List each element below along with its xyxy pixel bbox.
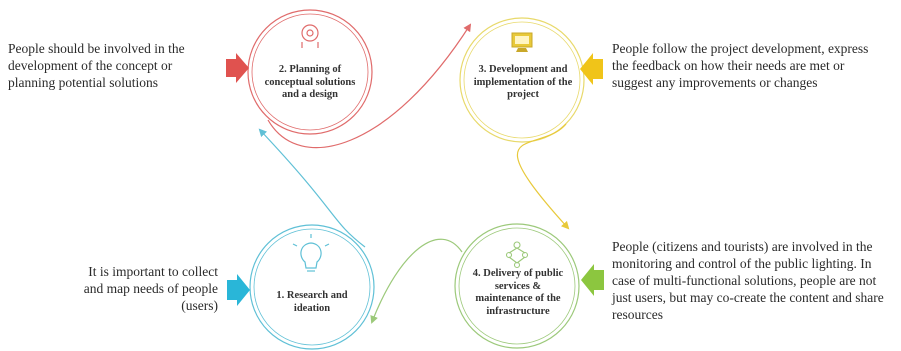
input-arrow-planning xyxy=(226,53,249,83)
network-icon xyxy=(505,241,529,269)
step-circle-research xyxy=(249,224,375,350)
brain-gear-icon xyxy=(301,24,319,48)
note-delivery: People (citizens and tourists) are invol… xyxy=(612,239,884,322)
arrow-research-to-planning xyxy=(258,128,366,248)
step-label-research: 1. Research and ideation xyxy=(276,290,348,314)
arrow-delivery-to-research xyxy=(370,238,463,324)
step-circle-planning xyxy=(247,9,373,135)
note-research: It is important to collect and map needs… xyxy=(83,264,218,313)
arrow-planning-to-development xyxy=(267,23,472,149)
step-label-development: 3. Development and implementation of the… xyxy=(473,64,573,100)
note-planning: People should be involved in the develop… xyxy=(8,41,185,90)
input-arrow-research xyxy=(227,274,250,306)
arrow-development-to-delivery xyxy=(516,123,570,230)
step-circle-delivery xyxy=(454,223,580,349)
lightbulb-icon xyxy=(292,234,330,272)
step-label-delivery: 4. Delivery of public services & mainten… xyxy=(472,268,564,317)
note-development: People follow the project development, e… xyxy=(612,41,869,90)
step-label-planning: 2. Planning of conceptual solutions and … xyxy=(264,64,356,100)
input-arrow-development xyxy=(580,53,603,85)
monitor-icon xyxy=(511,32,533,52)
input-arrow-delivery xyxy=(581,264,604,296)
step-circle-development xyxy=(459,17,585,143)
